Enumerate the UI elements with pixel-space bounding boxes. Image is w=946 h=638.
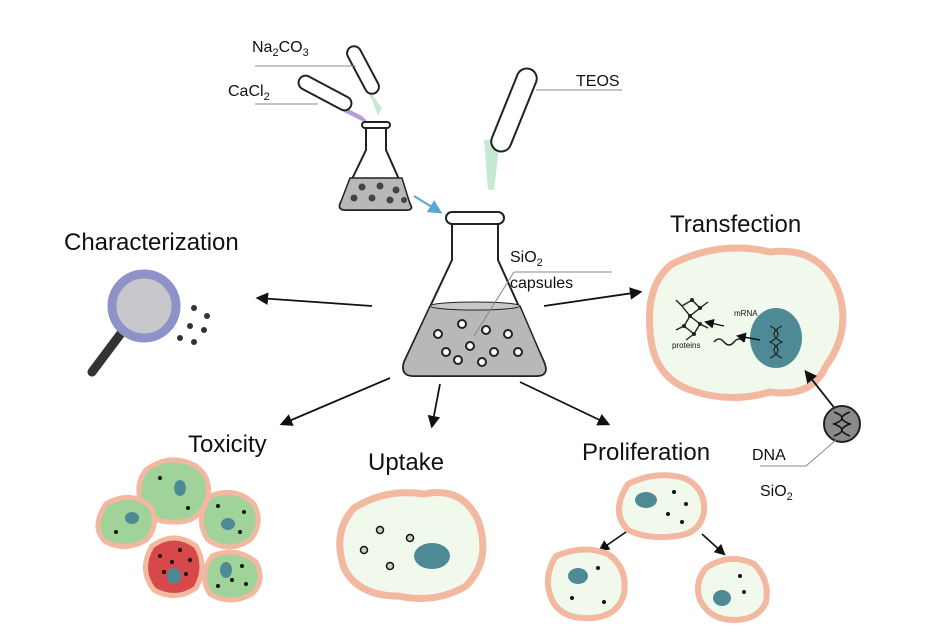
arrow-characterization bbox=[255, 292, 373, 307]
proliferation-cells bbox=[544, 472, 770, 624]
na2co3-label: Na2CO3 bbox=[252, 39, 309, 59]
arrow-transfection bbox=[543, 287, 643, 307]
arrow-toxicity bbox=[279, 377, 391, 426]
teos-label: TEOS bbox=[576, 73, 620, 90]
toxicity-title: Toxicity bbox=[188, 431, 267, 458]
arrow-dna-in bbox=[804, 370, 837, 411]
sio2-shell-label: SiO2 bbox=[760, 483, 793, 503]
arrow-uptake bbox=[427, 383, 441, 429]
na2co3-tube bbox=[346, 45, 382, 116]
capsules-label: capsules bbox=[510, 275, 573, 292]
cacl2-label: CaCl2 bbox=[228, 83, 270, 103]
proliferation-title: Proliferation bbox=[582, 439, 710, 466]
blue-arrow bbox=[413, 195, 443, 214]
particles bbox=[177, 305, 210, 345]
dna-label: DNA bbox=[752, 447, 786, 464]
teos-tube bbox=[484, 67, 538, 190]
proteins-label: proteins bbox=[672, 341, 700, 350]
protein-molecule-icon bbox=[675, 298, 709, 341]
toxicity-cells bbox=[95, 457, 263, 603]
sio2-label: SiO2 bbox=[510, 249, 543, 269]
dna-capsule-icon bbox=[823, 405, 861, 443]
uptake-cell bbox=[336, 489, 487, 602]
mrna-label: mRNA bbox=[734, 309, 758, 318]
central-flask bbox=[402, 211, 547, 377]
arrow-proliferation bbox=[519, 381, 611, 426]
transfection-title: Transfection bbox=[670, 211, 801, 238]
magnifier-icon bbox=[87, 269, 181, 377]
cacl2-tube bbox=[297, 74, 372, 126]
transfection-cell bbox=[645, 244, 847, 401]
uptake-title: Uptake bbox=[368, 449, 444, 476]
characterization-title: Characterization bbox=[64, 229, 239, 256]
small-flask bbox=[338, 121, 413, 211]
